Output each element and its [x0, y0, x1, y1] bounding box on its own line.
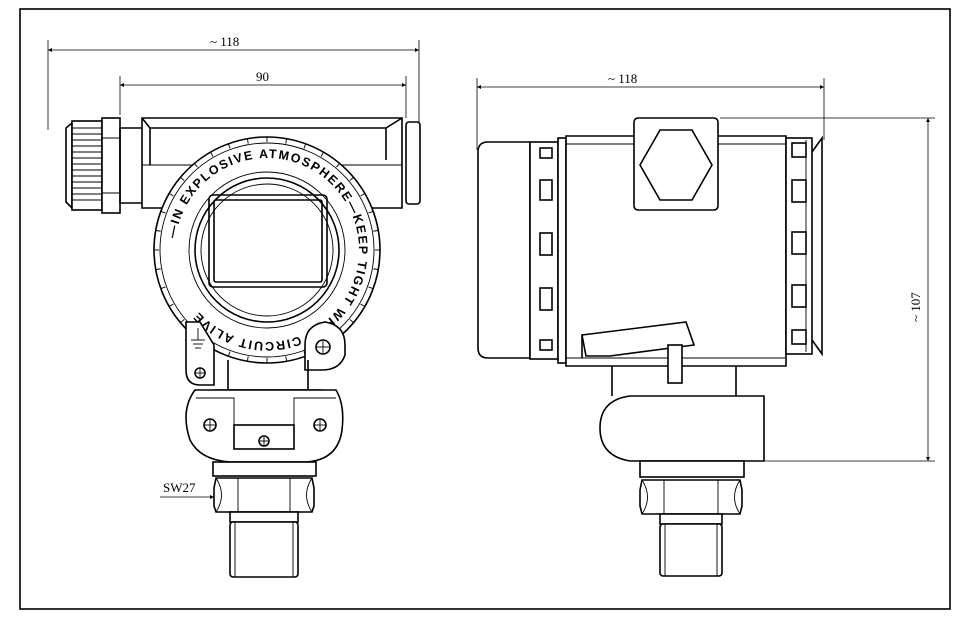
rim-tick	[227, 143, 231, 149]
clamp-block	[185, 389, 344, 463]
side-collar	[639, 460, 745, 478]
collar	[212, 461, 317, 477]
front-flange	[785, 135, 823, 357]
rim-tick	[160, 286, 166, 290]
front-view: ~ 118 90	[47, 34, 421, 578]
rim-tick	[180, 177, 185, 181]
rim-tick	[246, 356, 249, 362]
rim-tick	[246, 138, 249, 144]
rim-tick	[360, 303, 366, 307]
rim-tick	[155, 268, 161, 271]
screw-lug-right	[304, 321, 346, 371]
side-hex-nut	[639, 479, 743, 515]
display-window	[208, 194, 328, 288]
rim-tick	[336, 163, 340, 168]
cover-ring: —IN EXPLOSIVE ATMOSPHERE—KEEP TIGHT WHEN…	[153, 136, 381, 364]
dimension-overall-width: ~ 118	[47, 34, 420, 130]
side-thread	[659, 513, 723, 577]
housing-plug-right	[405, 121, 421, 205]
hex-leader: SW27	[160, 480, 214, 499]
rim-tick	[373, 229, 379, 232]
side-bracket	[581, 321, 696, 384]
dimension-housing-width: 90	[119, 69, 407, 118]
hex-label: SW27	[163, 480, 196, 495]
side-neck	[611, 366, 737, 396]
rim-tick	[285, 138, 288, 144]
rim-tick	[360, 193, 366, 197]
rear-cover	[477, 141, 531, 359]
rim-tick	[180, 319, 185, 323]
side-view: ~ 118 ~ 107	[476, 71, 935, 577]
rim-tick	[373, 268, 379, 271]
rim-tick	[168, 303, 174, 307]
rim-tick	[368, 210, 374, 214]
dim-label-side-height: ~ 107	[908, 292, 923, 322]
rear-flange	[529, 137, 567, 364]
rim-tick	[155, 229, 161, 232]
cable-gland	[65, 117, 142, 214]
thread-connector	[229, 511, 299, 578]
dim-label-housing-width: 90	[256, 69, 269, 84]
rim-tick	[194, 163, 198, 168]
rim-tick	[303, 143, 307, 149]
housing-top-bar	[141, 117, 403, 209]
rim-tick	[320, 151, 324, 157]
dim-label-overall-width: ~ 118	[210, 34, 239, 49]
rim-tick	[168, 193, 174, 197]
drawing-frame	[19, 8, 951, 610]
hex-nut	[213, 477, 315, 513]
rim-tick	[227, 351, 231, 357]
dim-label-side-width: ~ 118	[608, 71, 637, 86]
rim-tick	[349, 177, 354, 181]
rim-tick	[285, 356, 288, 362]
rim-tick	[210, 151, 214, 157]
ground-icon	[191, 328, 205, 349]
dimension-side-width: ~ 118	[476, 71, 825, 150]
dimension-side-height: ~ 107	[720, 117, 935, 462]
rim-tick	[368, 286, 374, 290]
rim-tick	[160, 210, 166, 214]
rim-tick	[349, 319, 354, 323]
top-hex-boss	[633, 117, 719, 211]
side-clamp	[599, 395, 765, 462]
ground-lug-left	[185, 321, 215, 386]
